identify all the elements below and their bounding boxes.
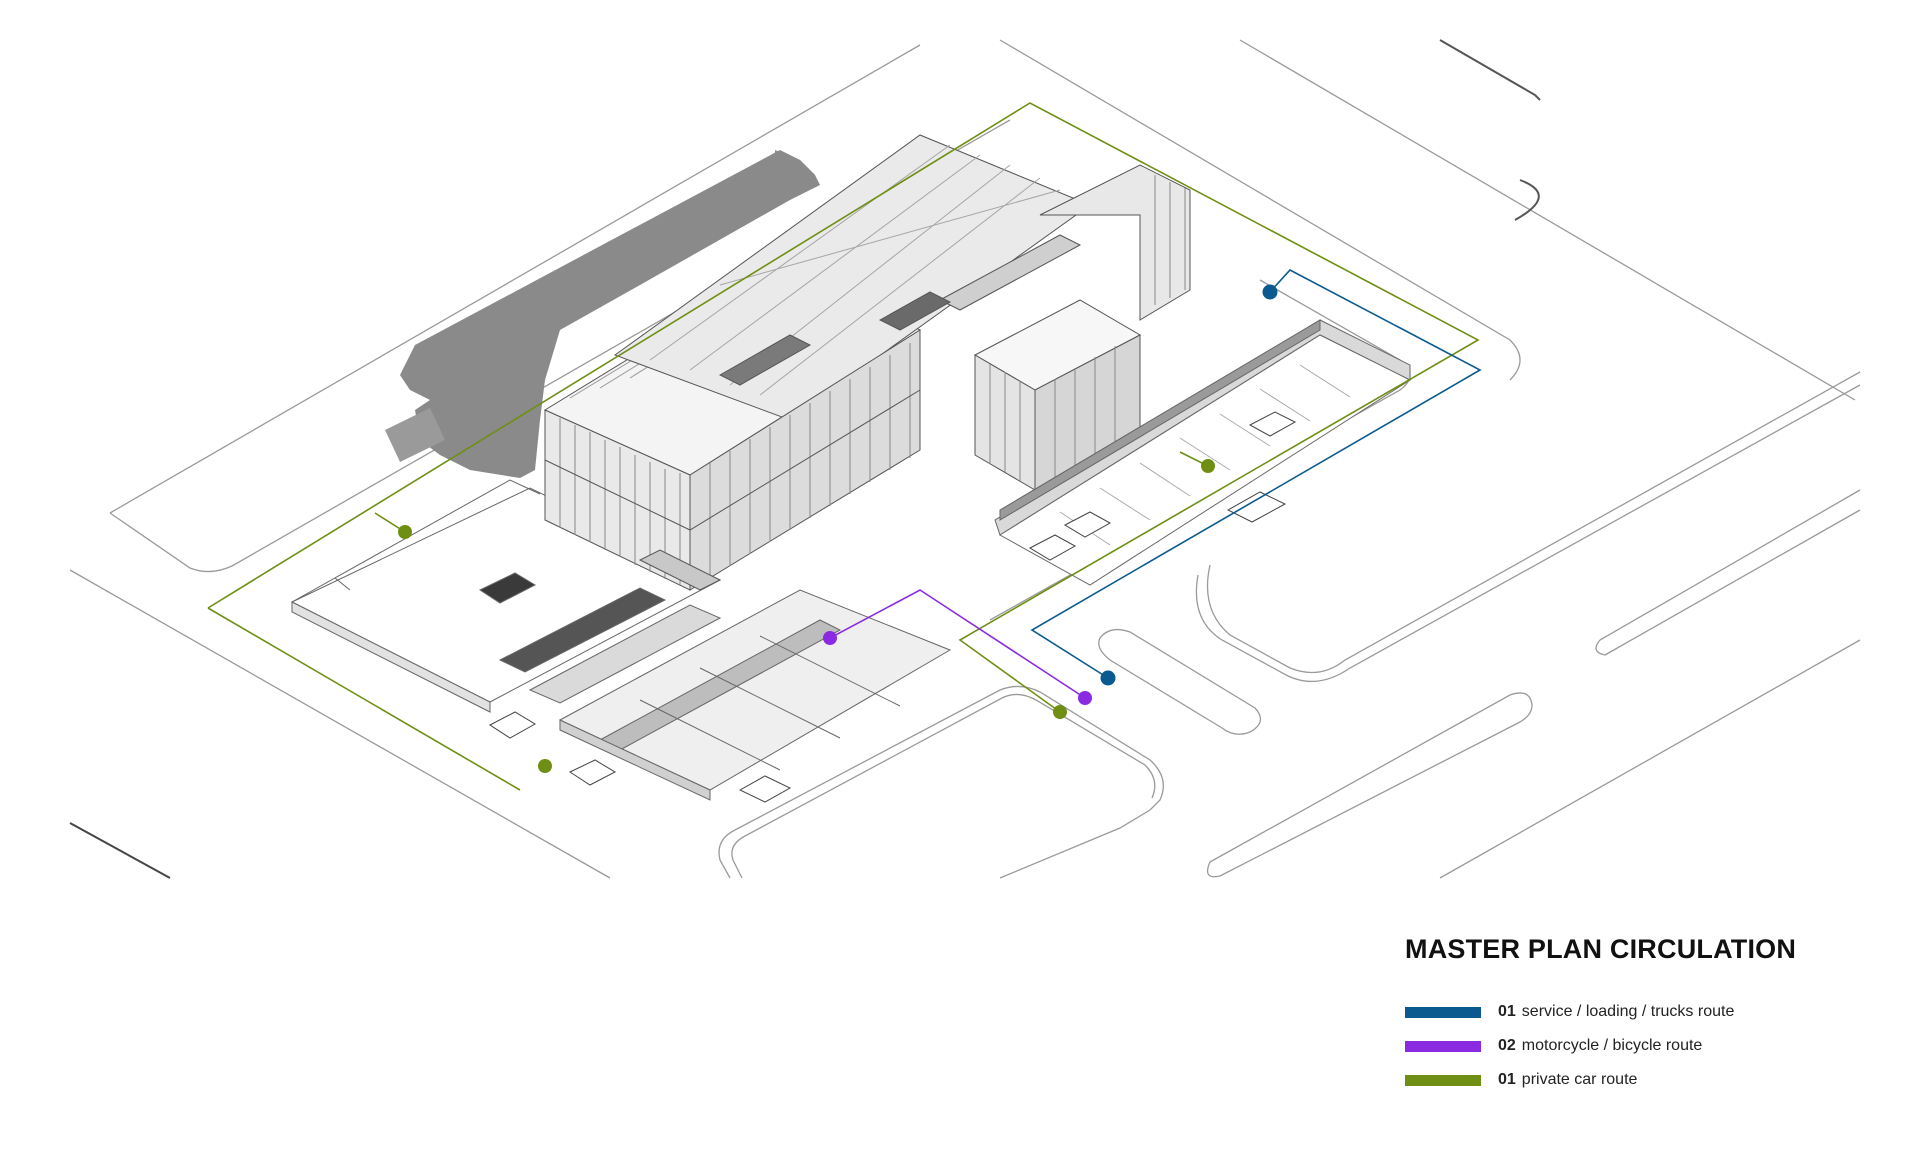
car: [738, 775, 792, 803]
car: [1248, 411, 1297, 437]
car: [1226, 491, 1287, 523]
island-far-right: [1595, 489, 1861, 656]
main-road-edge: [999, 39, 1521, 381]
legend-item-car-route: 01 private car route: [1405, 1063, 1875, 1097]
circulation-routes: [207, 102, 1482, 791]
east-block-fins: [1154, 175, 1186, 305]
shadow-left-steps: [385, 408, 445, 462]
car: [1063, 511, 1112, 538]
facade-fins-right: [709, 343, 911, 578]
legend-items: 01 service / loading / trucks route 02 mot…: [1405, 995, 1875, 1097]
green-wall: [999, 319, 1321, 521]
podium-wall-back: [291, 479, 541, 603]
long-canopy-ribs: [649, 144, 1061, 396]
route-markers: [398, 284, 1278, 773]
service-route-marker: [1262, 284, 1278, 300]
ground-stair: [638, 549, 722, 591]
car: [489, 711, 536, 739]
island-far-right-2: [1439, 639, 1861, 879]
facade-fins-left: [559, 418, 681, 585]
legend-swatch-bicycle: [1405, 1040, 1481, 1052]
service-route-marker: [1100, 670, 1116, 686]
legend-swatch-service: [1405, 1006, 1481, 1018]
main-building: [543, 134, 1191, 591]
bicycle-route-marker: [1078, 691, 1092, 705]
bicycle-route-marker: [823, 631, 837, 645]
podium-front-face: [291, 601, 491, 713]
east-tower-fins: [989, 346, 1116, 481]
bicycle-route-path: [829, 589, 1086, 699]
legend-item-bicycle-route: 02 motorcycle / bicycle route: [1405, 1029, 1875, 1063]
east-block-upper: [1039, 164, 1191, 321]
car: [1028, 534, 1077, 561]
island-right-inner: [1195, 384, 1861, 682]
canopy-strips: [938, 234, 1082, 311]
legend-item-service-route: 01 service / loading / trucks route: [1405, 995, 1875, 1029]
car-route-marker: [398, 525, 412, 539]
road-lower-left: [69, 569, 611, 879]
legend-text: private car route: [1521, 1071, 1638, 1088]
island-right: [1206, 371, 1861, 674]
podium-courtyard: [478, 572, 537, 604]
legend-text: motorcycle / bicycle route: [1521, 1037, 1703, 1054]
building-shadow: [385, 150, 820, 478]
legend: MASTER PLAN CIRCULATION 01 service / load…: [1405, 934, 1875, 1097]
podium-green-roof: [498, 587, 667, 673]
legend-number: 01: [1498, 1003, 1516, 1020]
car: [568, 759, 617, 786]
legend-title: MASTER PLAN CIRCULATION: [1405, 934, 1797, 964]
site-boundary-road: [109, 44, 1011, 573]
atrium-dark-2: [718, 334, 812, 386]
main-road-edge-2: [1239, 39, 1856, 401]
legend-swatch-car: [1405, 1074, 1481, 1086]
shadow-top-notch: [775, 150, 815, 185]
podium-lower-roof: [528, 604, 722, 704]
shadow-mass: [400, 150, 820, 478]
legend-label-car: 01 private car route: [1498, 1071, 1637, 1089]
road-curb-upper-right: [1439, 39, 1541, 221]
podium-block: [290, 479, 952, 801]
legend-label-service: 01 service / loading / trucks route: [1498, 1003, 1734, 1021]
service-route-path: [1030, 269, 1482, 679]
legend-number: 02: [1498, 1037, 1516, 1054]
legend-number: 01: [1498, 1071, 1516, 1088]
parking-canopy-front: [559, 719, 711, 801]
private-car-route-path: [207, 102, 1480, 791]
car-route-marker: [1053, 705, 1067, 719]
cars: [489, 411, 1297, 803]
road-lower-left-dark: [69, 822, 171, 879]
island-long: [1206, 692, 1533, 878]
atrium-dark: [878, 291, 952, 331]
car-route-marker: [538, 759, 552, 773]
island-bottom-inner: [731, 693, 1156, 879]
facade-band: [544, 389, 921, 531]
parking-canopy-bays: [639, 635, 901, 771]
car-route-marker: [1201, 459, 1215, 473]
island-strip: [1098, 628, 1262, 735]
legend-label-bicycle: 02 motorcycle / bicycle route: [1498, 1037, 1702, 1055]
legend-text: service / loading / trucks route: [1521, 1003, 1735, 1020]
